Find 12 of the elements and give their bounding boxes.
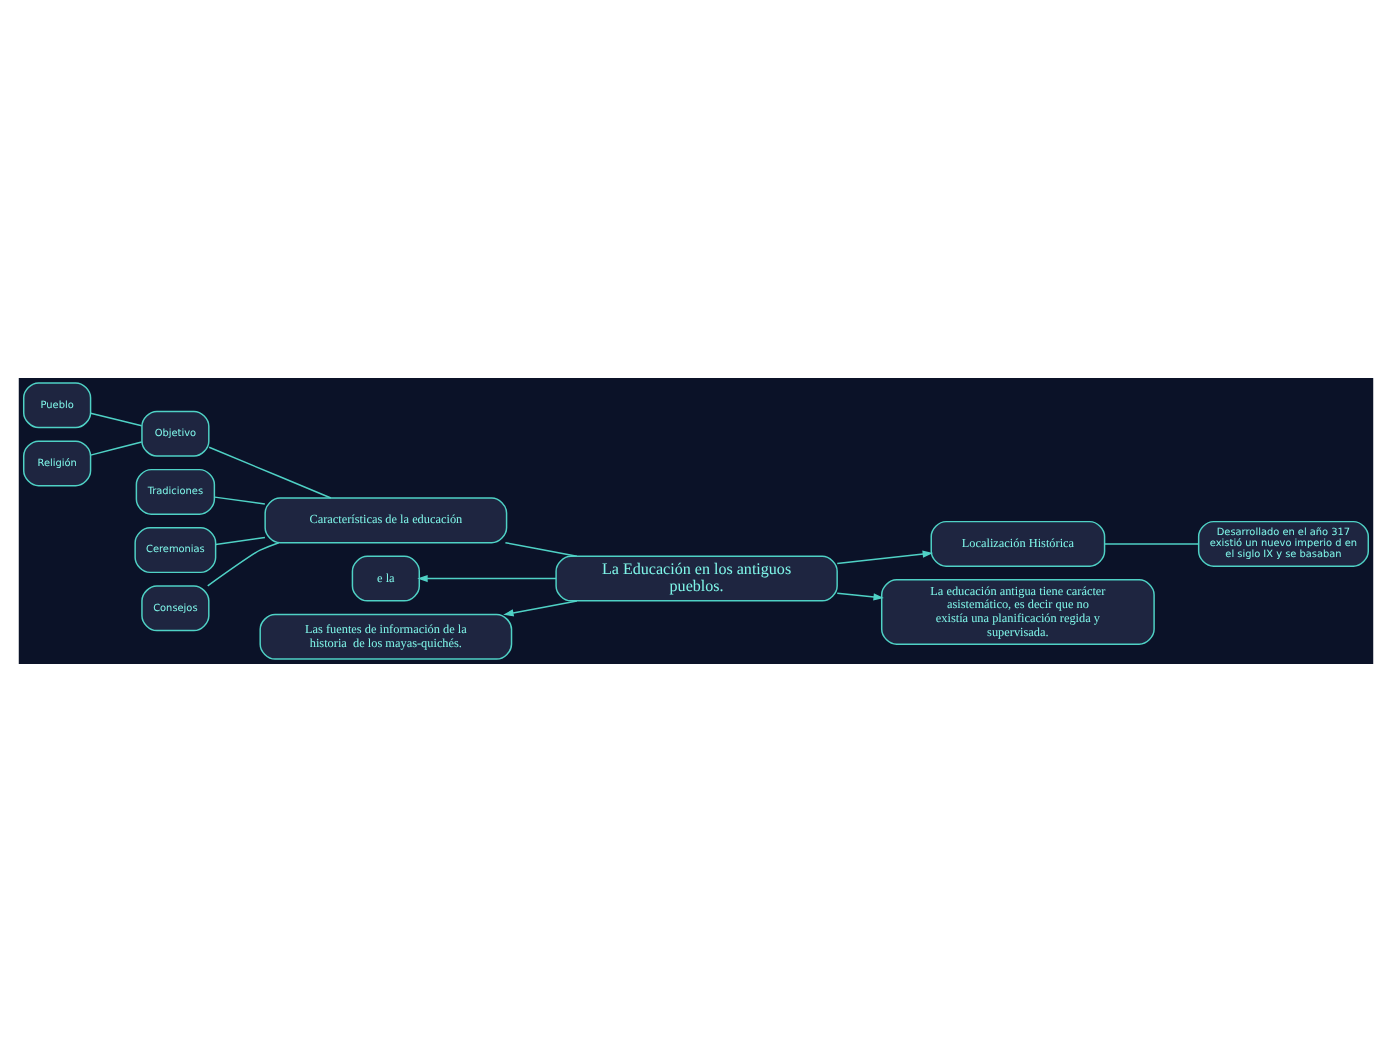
connector bbox=[206, 540, 280, 586]
connector bbox=[214, 495, 266, 504]
connector bbox=[504, 540, 578, 556]
connector bbox=[89, 411, 143, 426]
arrow bbox=[836, 549, 934, 564]
arrow bbox=[836, 591, 884, 600]
connector bbox=[1104, 542, 1200, 544]
arrow bbox=[417, 573, 557, 582]
connector bbox=[89, 440, 143, 455]
arrow bbox=[503, 599, 578, 616]
connector bbox=[208, 445, 332, 498]
connector bbox=[215, 535, 266, 545]
